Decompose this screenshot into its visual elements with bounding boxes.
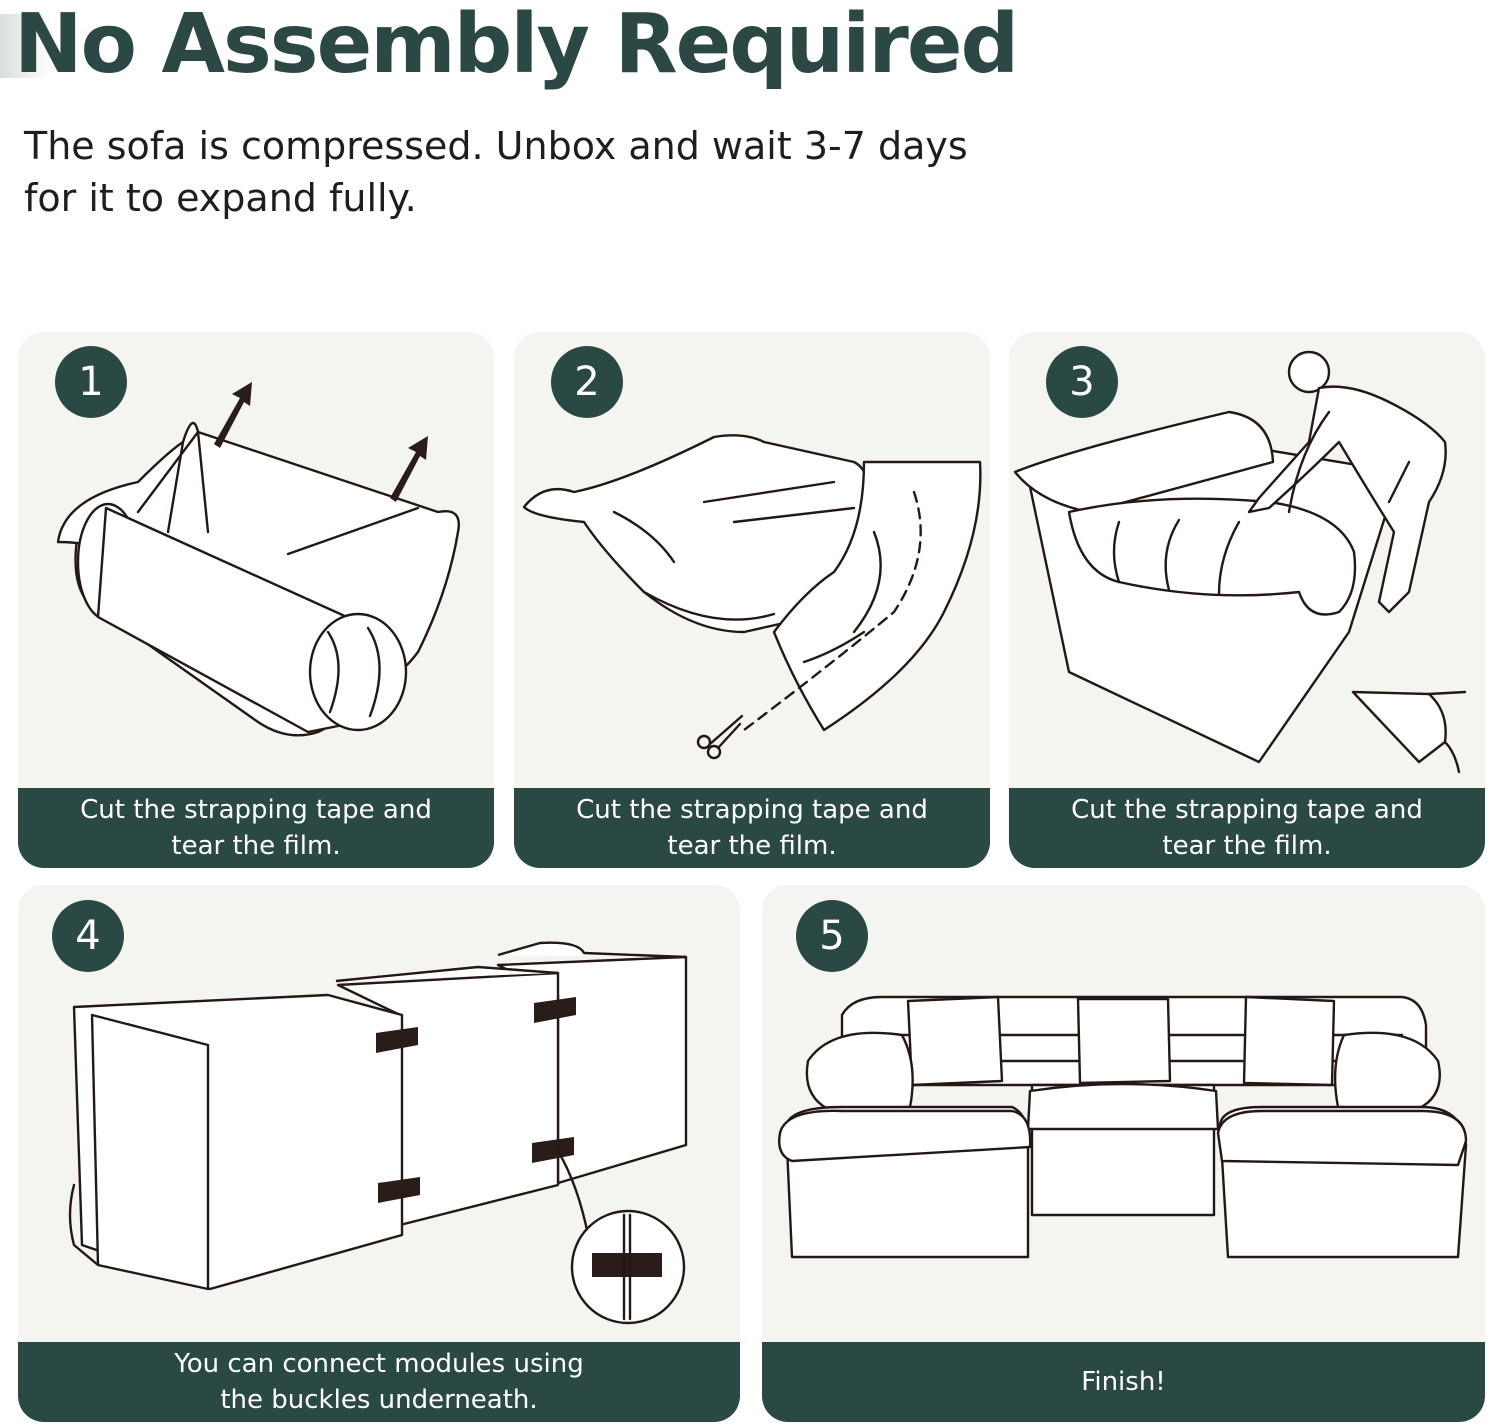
step-caption: Cut the strapping tape and tear the film… xyxy=(18,788,494,868)
film-cutting-icon xyxy=(522,434,982,760)
step-number-3: 3 xyxy=(1046,346,1118,418)
modules-buckles-icon xyxy=(68,941,688,1325)
step-number-5: 5 xyxy=(796,900,868,972)
step-caption: You can connect modules using the buckle… xyxy=(18,1342,740,1422)
page-subtitle: The sofa is compressed. Unbox and wait 3… xyxy=(24,124,968,220)
title-shade xyxy=(0,14,52,78)
step-card-2: Cut the strapping tape and tear the film… xyxy=(514,332,990,868)
page-title: No Assembly Required xyxy=(14,0,1019,92)
assembled-sectional-icon xyxy=(778,995,1468,1259)
step-number-2: 2 xyxy=(551,346,623,418)
step-caption: Cut the strapping tape and tear the film… xyxy=(1009,788,1485,868)
step-number-1: 1 xyxy=(55,346,127,418)
step-card-3: Cut the strapping tape and tear the film… xyxy=(1009,332,1485,868)
step-caption: Cut the strapping tape and tear the film… xyxy=(514,788,990,868)
step-card-5: Finish! xyxy=(762,885,1485,1422)
step-card-4: You can connect modules using the buckle… xyxy=(18,885,740,1422)
step-number-4: 4 xyxy=(52,900,124,972)
step-caption: Finish! xyxy=(762,1342,1485,1422)
wrapped-roll-icon xyxy=(56,382,460,737)
person-pressing-sofa-icon xyxy=(1013,350,1467,774)
step-card-1: Cut the strapping tape and tear the film… xyxy=(18,332,494,868)
